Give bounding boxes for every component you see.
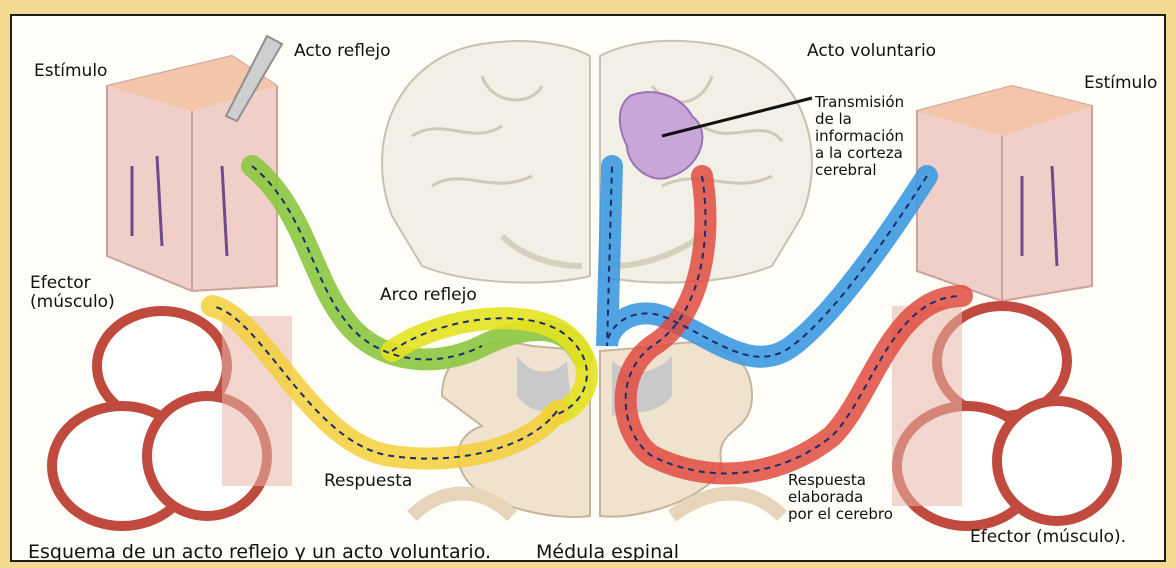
skin-block-right-icon [917, 86, 1092, 301]
transmision-label: Transmisión de la información a la corte… [815, 94, 904, 179]
caption: Esquema de un acto reflejo y un acto vol… [28, 542, 491, 562]
medula-label: Médula espinal [536, 542, 679, 562]
acto-reflejo-label: Acto reflejo [294, 42, 391, 61]
brain-icon [382, 41, 812, 283]
efector-left-label: Efector (músculo) [30, 274, 115, 312]
estimulo-left-label: Estímulo [34, 62, 107, 81]
diagram-artwork [12, 16, 1166, 562]
efector-right-label: Efector (músculo). [970, 528, 1126, 547]
muscle-bundle-right-icon [892, 306, 1117, 526]
estimulo-right-label: Estímulo [1084, 74, 1157, 93]
diagram-panel: Estímulo Acto reflejo Acto voluntario Es… [10, 14, 1166, 562]
acto-voluntario-label: Acto voluntario [807, 42, 936, 61]
respuesta-elaborada-label: Respuesta elaborada por el cerebro [788, 472, 893, 523]
arco-reflejo-label: Arco reflejo [380, 286, 477, 305]
respuesta-label: Respuesta [324, 472, 412, 491]
